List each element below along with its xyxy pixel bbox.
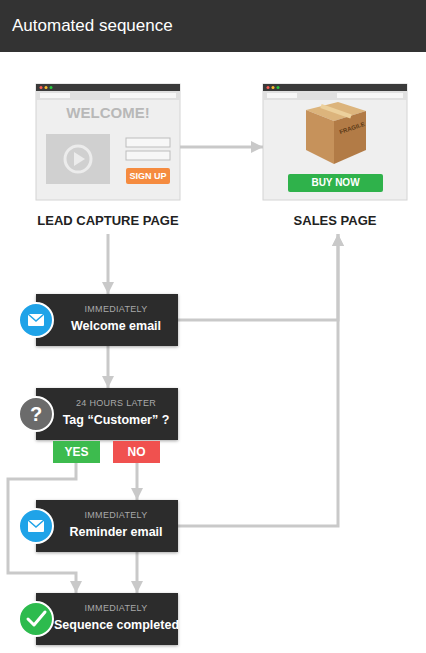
page-caption: LEAD CAPTURE PAGE (16, 213, 200, 228)
buy-button: BUY NOW (288, 174, 383, 192)
page-title: Automated sequence (12, 16, 173, 36)
check-mark (28, 612, 45, 625)
flow-connector (107, 346, 110, 388)
envelope (28, 314, 44, 326)
timing-text: IMMEDIATELY (54, 510, 178, 520)
icon-circle (19, 509, 53, 543)
flow-connector (178, 234, 338, 320)
browser-toolbar (36, 91, 180, 100)
step-title: Welcome email (54, 319, 178, 333)
toolbar-tab (40, 93, 70, 98)
check-icon (19, 602, 53, 636)
timing-text: 24 HOURS LATER (54, 398, 178, 408)
icon-circle (19, 303, 53, 337)
window-dot (50, 86, 53, 89)
input-field (126, 138, 170, 147)
flow-connector (107, 234, 110, 294)
toolbar-tab (267, 93, 297, 98)
signup-button: SIGN UP (126, 168, 170, 184)
icon-circle (19, 602, 53, 636)
page-caption: SALES PAGE (243, 213, 426, 228)
browser-topbar (263, 84, 407, 91)
browser-topbar (36, 84, 180, 91)
browser-toolbar (263, 91, 407, 100)
page-mockup: WELCOME!LEAD CAPTURE PAGESIGN UP (36, 84, 180, 234)
cardboard-right (334, 111, 366, 164)
email-icon (19, 509, 53, 543)
envelope-flap (28, 314, 44, 321)
envelope-flap (28, 520, 44, 527)
window-dot (40, 86, 43, 89)
cardboard-left (306, 110, 334, 164)
timing-text: IMMEDIATELY (54, 304, 178, 314)
toolbar-field (337, 93, 403, 98)
window-dot (272, 86, 275, 89)
browser-frame (263, 84, 407, 200)
window-dot (277, 86, 280, 89)
button-text: NO (113, 441, 160, 463)
question-icon (19, 397, 53, 431)
step-title: Reminder email (54, 525, 178, 539)
step-title: Sequence completed (54, 618, 178, 632)
lead-page-mockup (36, 84, 180, 200)
timing-text: IMMEDIATELY (54, 603, 178, 613)
email-step: IMMEDIATELY Reminder email (36, 500, 178, 552)
condition-step: 24 HOURS LATER Tag “Customer” ? (36, 388, 178, 440)
step-title: Tag “Customer” ? (54, 413, 178, 427)
email-step: IMMEDIATELY Welcome email (36, 294, 178, 346)
browser-frame (36, 84, 180, 200)
envelope (28, 520, 44, 532)
play-triangle (74, 152, 85, 166)
window-dot (45, 86, 48, 89)
flow-connector (178, 234, 338, 526)
page-mockup: SALES PAGEBUY NOW (263, 84, 407, 234)
window-dot (267, 86, 270, 89)
yes-branch: YES (53, 441, 100, 463)
flow-connector (136, 552, 139, 593)
button-text: SIGN UP (126, 168, 170, 184)
icon-circle (19, 397, 53, 431)
sales-page-mockup (263, 84, 407, 200)
button-text: YES (53, 441, 100, 463)
play-ring (65, 146, 91, 172)
toolbar-field (110, 93, 176, 98)
header-bar (0, 0, 426, 52)
button-text: BUY NOW (288, 174, 383, 192)
input-field (126, 151, 170, 160)
flow-connector (136, 463, 139, 500)
page-heading: WELCOME! (36, 104, 180, 121)
flow-connector (180, 146, 263, 149)
email-icon (19, 303, 53, 337)
video-placeholder (46, 134, 110, 184)
cardboard-tape (321, 106, 351, 117)
end-step: IMMEDIATELY Sequence completed (36, 593, 178, 645)
no-branch: NO (113, 441, 160, 463)
